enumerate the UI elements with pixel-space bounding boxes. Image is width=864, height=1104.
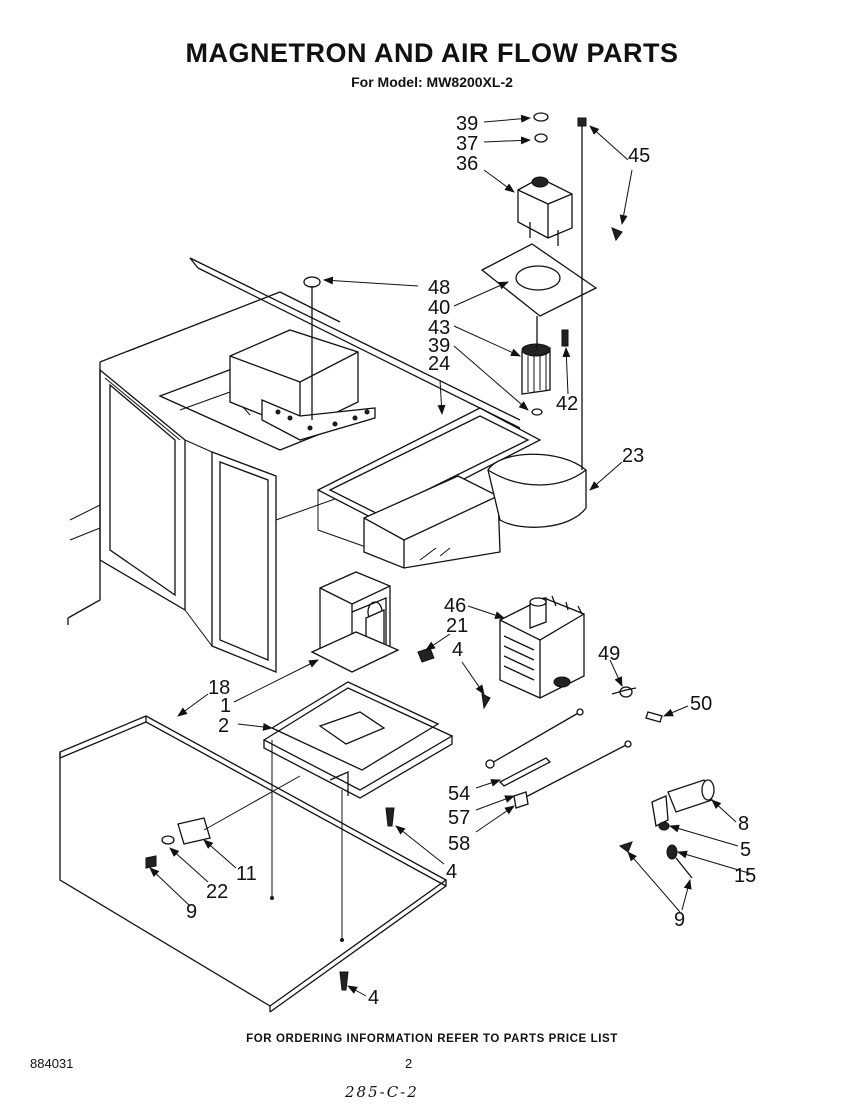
air-duct-gasket [316,407,542,553]
callout-21: 21 [446,615,468,637]
callout-48: 48 [428,277,450,299]
callout-9-right: 9 [674,909,685,931]
callout-23: 23 [622,445,644,467]
callout-24: 24 [428,353,450,375]
callout-45: 45 [628,145,650,167]
callout-36: 36 [456,153,478,175]
callout-2: 2 [218,715,229,737]
handwritten-note: 285-C-2 [345,1083,419,1101]
callout-43: 43 [428,317,450,339]
callout-4-bottom: 4 [368,987,379,1009]
callout-18: 18 [208,677,230,699]
callout-58: 58 [448,833,470,855]
waveguide-box [229,329,376,441]
page-number: 2 [405,1056,413,1071]
callout-49: 49 [598,643,620,665]
model-subtitle: For Model: MW8200XL-2 [351,74,513,90]
air-duct [363,453,587,569]
callout-50: 50 [690,693,712,715]
callout-57: 57 [448,807,470,829]
bottom-panel [59,715,448,1013]
callout-4-mid: 4 [452,639,463,661]
callout-39-top: 39 [456,113,478,135]
callout-54: 54 [448,783,470,805]
transformer [310,571,400,673]
callout-8: 8 [738,813,749,835]
callout-15: 15 [734,865,756,887]
thermal-cutout [611,686,663,723]
callout-4-lower: 4 [446,861,457,883]
page-title: MAGNETRON AND AIR FLOW PARTS [185,38,679,68]
callout-42: 42 [556,393,578,415]
callout-11: 11 [236,863,257,885]
mounting-hardware [145,775,395,991]
callout-9-left: 9 [186,901,197,923]
base-plate [262,681,454,799]
callout-37: 37 [456,133,478,155]
callout-46: 46 [444,595,466,617]
callout-5: 5 [740,839,751,861]
callout-22: 22 [206,881,228,903]
document-number: 884031 [30,1056,74,1071]
magnetron [499,595,585,699]
capacitor-assembly [618,779,715,879]
callout-39-mid: 39 [428,335,450,357]
fan-motor-assembly [303,112,623,470]
callout-40: 40 [428,297,450,319]
leader-lines [149,114,753,997]
wire-harnesses [417,647,632,809]
ordering-note: FOR ORDERING INFORMATION REFER TO PARTS … [246,1033,618,1045]
callout-1: 1 [220,695,231,717]
callout-labels: 39 37 36 45 48 40 43 39 24 42 23 46 21 4… [186,113,756,1009]
